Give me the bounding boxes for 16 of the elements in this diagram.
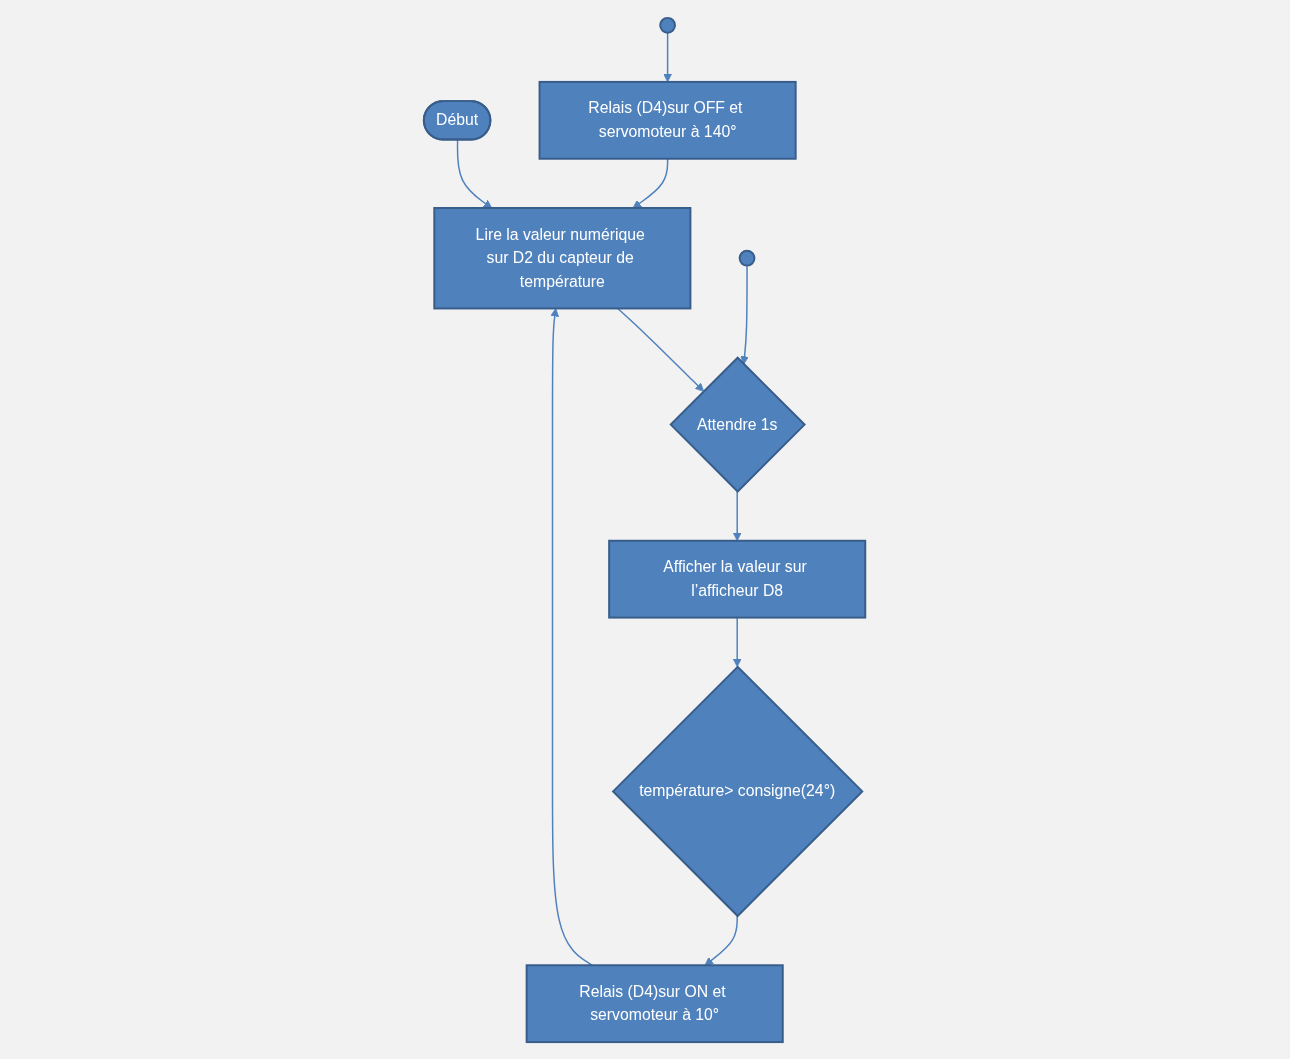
arrow [617, 307, 705, 392]
arrow [705, 914, 739, 966]
arrow [733, 616, 742, 667]
node-box: Lire la valeur numérique sur D2 du capteur de température [433, 206, 692, 309]
node-circle [739, 249, 756, 267]
node-diamond: Attendre 1s [669, 355, 807, 493]
node-box: Relais (D4)sur ON et servomoteur à 10° [526, 963, 785, 1043]
node-circle [659, 16, 677, 34]
arrow [633, 157, 669, 208]
arrow [663, 31, 673, 82]
arrow [733, 490, 742, 541]
node-box: Afficher la valeur sur l’afficheur D8 [608, 539, 867, 619]
node-box: Relais (D4)sur OFF et servomoteur à 140° [539, 80, 798, 160]
arrow [457, 138, 493, 208]
arrow [740, 264, 750, 365]
node-diamond: température> consigne(24°) [612, 664, 865, 917]
